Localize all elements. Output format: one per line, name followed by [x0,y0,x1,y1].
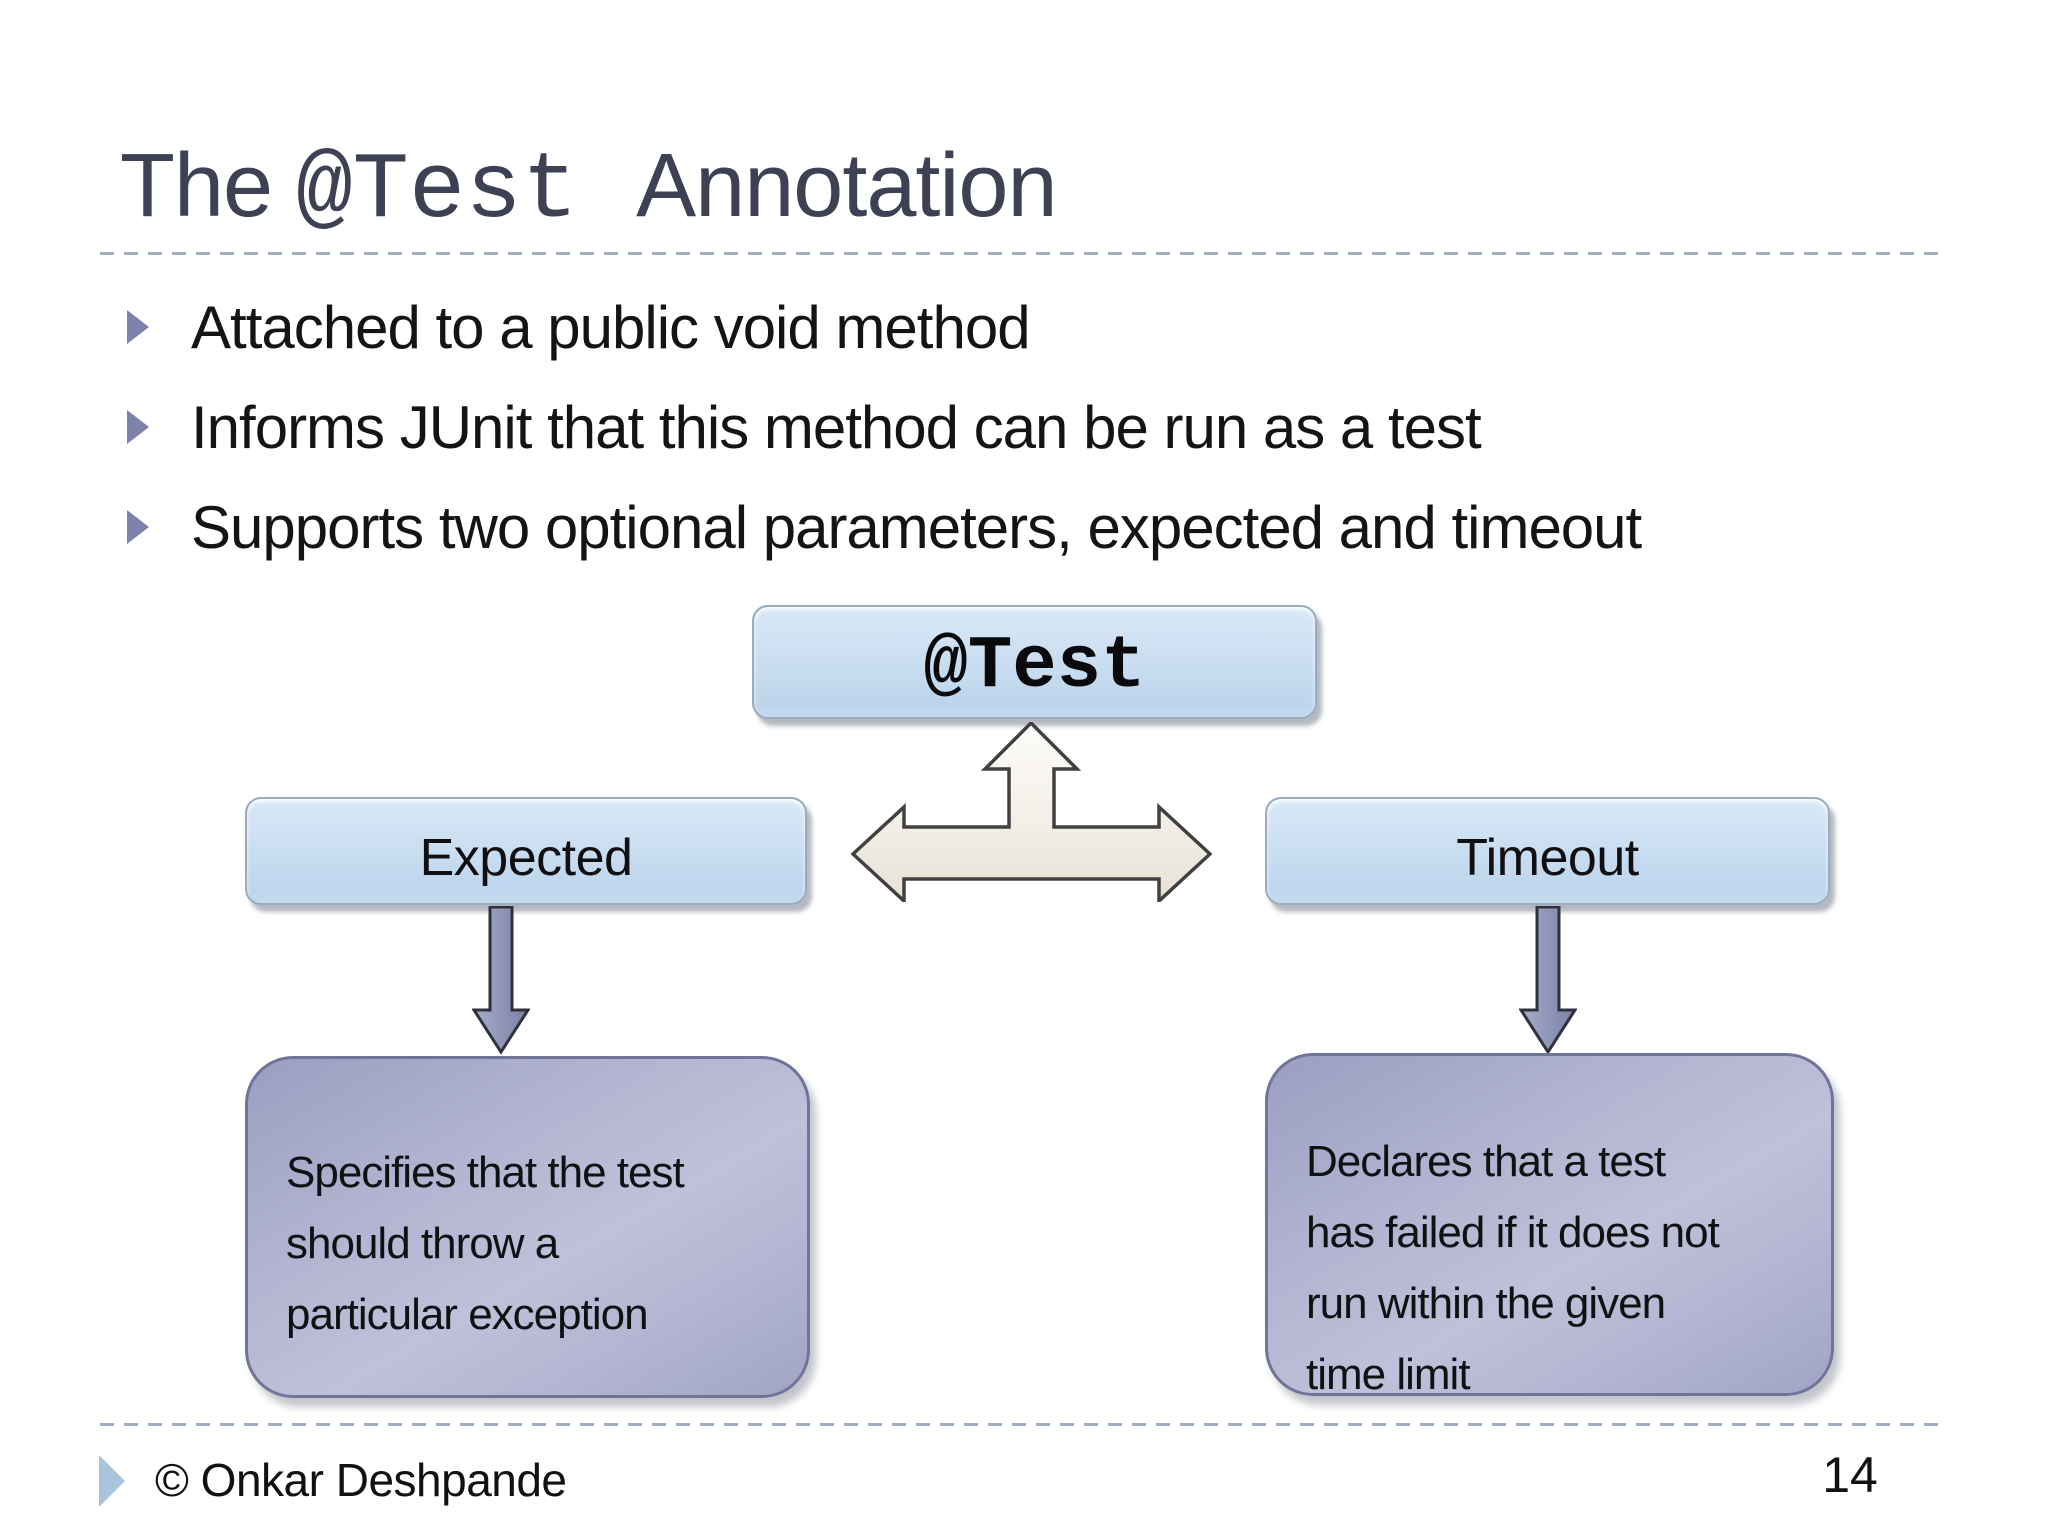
down-arrow-icon [1519,906,1577,1054]
description-panel-expected: Specifies that the test should throw a p… [245,1056,810,1398]
list-item: Attached to a public void method [127,277,1641,377]
bullet-list: Attached to a public void method Informs… [127,277,1642,577]
footer-triangle-icon [99,1455,125,1507]
bullet-triangle-icon [127,410,149,444]
footer-divider-dashed-line [100,1423,1948,1426]
diagram-node-timeout: Timeout [1265,797,1830,905]
title-word-the: The [120,136,273,236]
title-code-snippet: @Test [296,139,579,245]
down-arrow-icon [472,906,530,1054]
list-item: Supports two optional parameters, expect… [127,477,1642,577]
diagram-node-expected: Expected [245,797,807,905]
description-panel-timeout: Declares that a test has failed if it do… [1265,1053,1834,1399]
diagram-node-test: @Test [752,605,1317,719]
description-line: Declares that a test [1306,1137,1666,1186]
diagram-node-timeout-label: Timeout [1456,829,1639,887]
description-line: Specifies that the test [286,1148,685,1197]
description-line: should throw a [286,1219,559,1268]
bullet-triangle-icon [127,510,149,544]
page-number: 14 [1822,1447,1878,1503]
bullet-text: Informs JUnit that this method can be ru… [191,393,1482,461]
description-line: run within the given [1306,1279,1666,1328]
copyright-text: © Onkar Deshpande [155,1454,567,1506]
description-line: time limit [1306,1350,1471,1399]
three-way-arrow-icon [851,722,1212,902]
bullet-text: Attached to a public void method [191,293,1031,361]
title-word-annotation: Annotation [636,136,1057,236]
diagram-node-test-label: @Test [923,625,1146,709]
title-divider-dashed-line [100,252,1946,255]
diagram-node-expected-label: Expected [419,829,633,887]
bullet-triangle-icon [127,310,149,344]
list-item: Informs JUnit that this method can be ru… [127,377,1641,477]
bullet-text: Supports two optional parameters, expect… [191,493,1642,561]
description-line: particular exception [286,1290,649,1339]
description-line: has failed if it does not [1306,1208,1720,1257]
